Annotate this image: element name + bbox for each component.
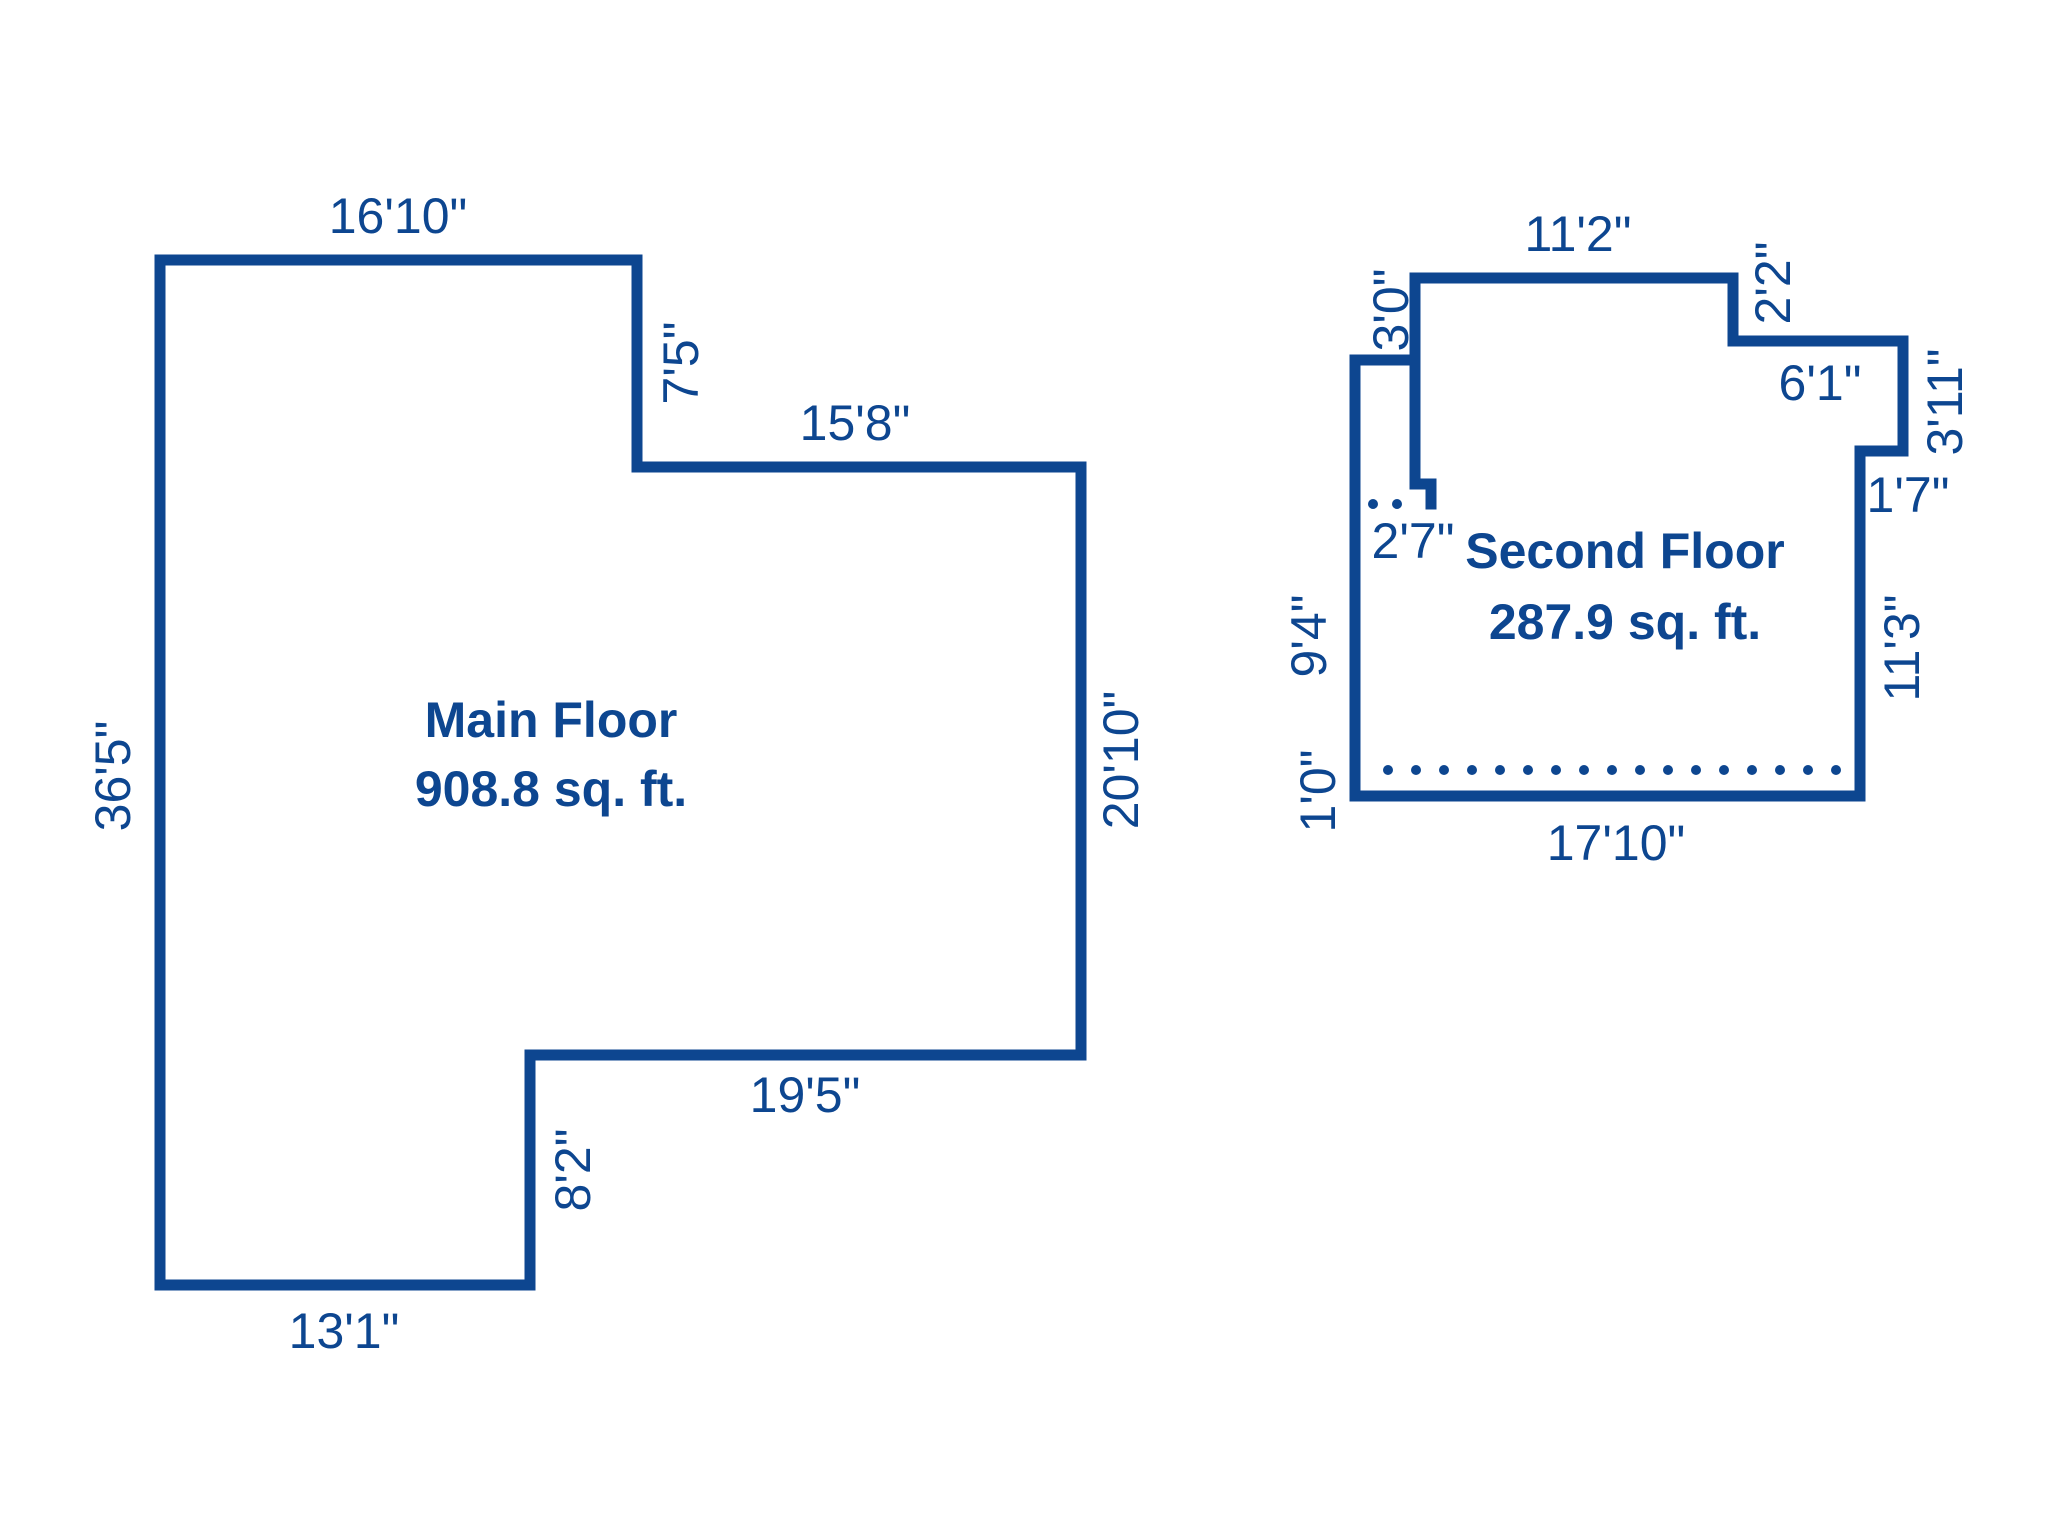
main-floor-dim-bottom: 13'1"	[289, 1303, 400, 1359]
second-floor-dim-top: 11'2"	[1524, 206, 1631, 262]
dot	[1607, 765, 1617, 775]
second-floor-dim-left: 9'4"	[1281, 595, 1337, 678]
second-floor-dotted-line-bottom	[1383, 765, 1841, 775]
second-floor: 11'2" 3'0" 2'2" 6'1" 3'11" 1'7" 11'3" 17…	[1281, 206, 1973, 871]
main-floor-dim-top: 16'10"	[329, 188, 468, 244]
second-floor-dim-right-short: 3'11"	[1917, 348, 1973, 455]
second-floor-outline	[1349, 272, 1909, 802]
dot	[1495, 765, 1505, 775]
dot	[1831, 765, 1841, 775]
dot	[1691, 765, 1701, 775]
second-floor-dim-top-step-left: 3'0"	[1363, 269, 1419, 352]
second-floor-dim-bottom: 17'10"	[1547, 815, 1686, 871]
dot	[1719, 765, 1729, 775]
dot	[1523, 765, 1533, 775]
second-floor-dotted-line-top	[1368, 499, 1402, 509]
dot	[1803, 765, 1813, 775]
dot	[1383, 765, 1393, 775]
main-floor-area: 908.8 sq. ft.	[415, 761, 687, 817]
second-floor-dim-right-jog: 1'7"	[1867, 467, 1950, 523]
main-floor-dim-notch-drop: 7'5"	[653, 322, 709, 405]
second-floor-dim-top-step-right: 2'2"	[1745, 242, 1801, 325]
second-floor-name: Second Floor	[1465, 523, 1784, 579]
dot	[1392, 499, 1402, 509]
main-floor-dim-right: 20'10"	[1093, 691, 1149, 830]
second-floor-inner-wall	[1409, 354, 1437, 510]
dot	[1411, 765, 1421, 775]
dot	[1439, 765, 1449, 775]
main-floor: 16'10" 7'5" 15'8" 20'10" 19'5" 8'2" 13'1…	[85, 188, 1149, 1359]
main-floor-outline	[154, 254, 1087, 1291]
dot	[1467, 765, 1477, 775]
main-floor-dim-notch-top: 15'8"	[800, 395, 911, 451]
second-floor-dim-right: 11'3"	[1874, 594, 1930, 701]
dot	[1635, 765, 1645, 775]
dot	[1747, 765, 1757, 775]
dot	[1579, 765, 1589, 775]
main-floor-dim-bottom-step: 19'5"	[750, 1067, 861, 1123]
main-floor-dim-left: 36'5"	[85, 721, 141, 832]
dot	[1551, 765, 1561, 775]
second-floor-dim-inner-jog: 2'7"	[1372, 513, 1455, 569]
main-floor-name: Main Floor	[425, 692, 678, 748]
dot	[1663, 765, 1673, 775]
second-floor-area: 287.9 sq. ft.	[1489, 594, 1761, 650]
main-floor-dim-bottom-step-drop: 8'2"	[545, 1129, 601, 1212]
second-floor-dim-upper-right: 6'1"	[1779, 355, 1862, 411]
dot	[1368, 499, 1378, 509]
second-floor-dim-left-bottom: 1'0"	[1290, 750, 1346, 833]
dot	[1775, 765, 1785, 775]
